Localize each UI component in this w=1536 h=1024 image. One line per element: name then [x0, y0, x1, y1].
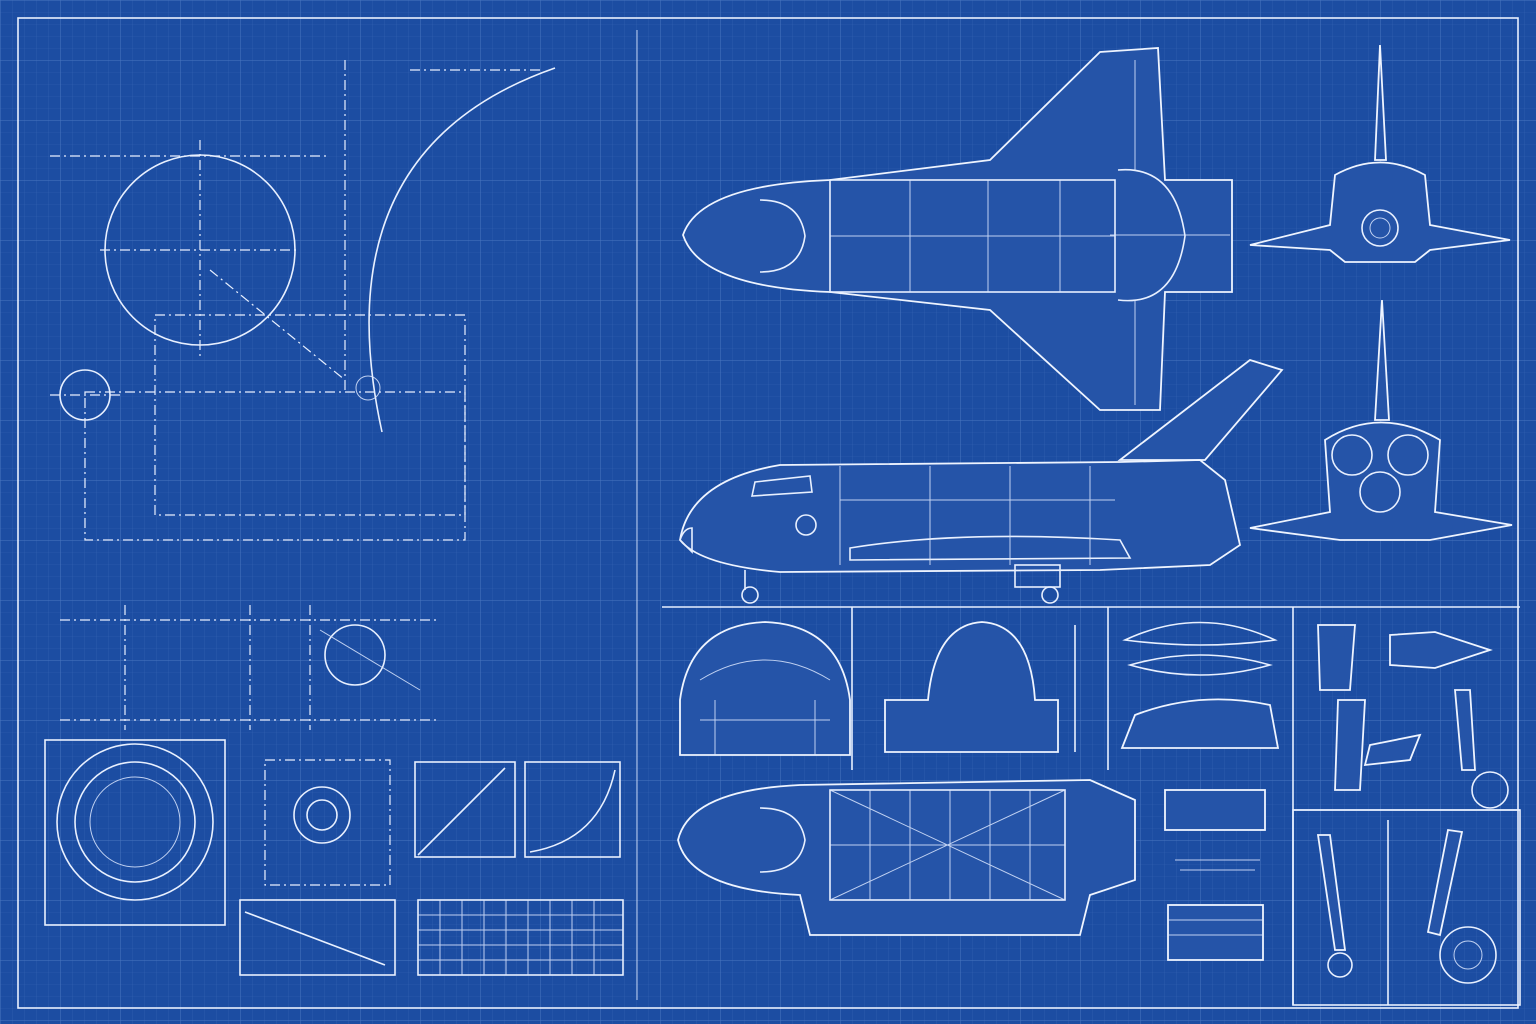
engine-detail [1389, 631, 1493, 669]
shuttle-top-view [682, 47, 1233, 411]
engine-nozzle [1387, 434, 1429, 476]
shuttle-rear-view [1249, 299, 1513, 541]
construction-arc [368, 67, 556, 433]
engine-nozzle [1359, 471, 1401, 513]
gear-wheel [1327, 952, 1353, 978]
fuselage-cross-section [884, 621, 1059, 753]
hatch [795, 514, 817, 536]
concentric-circle-detail [44, 739, 226, 926]
cockpit-cross-section [679, 621, 851, 756]
shuttle-front-view [1249, 44, 1511, 263]
gear-wheel [1439, 926, 1497, 984]
landing-gear-details [1292, 689, 1521, 1006]
shuttle-bottom-view [677, 779, 1136, 936]
cross-section-panels [679, 607, 1294, 1005]
nose-gear-wheel [741, 586, 759, 604]
curve-graph-box [524, 761, 621, 858]
engine-nozzle [1331, 434, 1373, 476]
component-details [1164, 624, 1493, 961]
construction-geometry [44, 60, 624, 976]
main-gear-wheel [1041, 586, 1059, 604]
shuttle-side-view [679, 359, 1284, 604]
cockpit-windows [750, 475, 813, 497]
linear-graph-box [414, 761, 516, 858]
grid-table-box [417, 899, 624, 976]
bushing-detail [264, 759, 391, 886]
gear-wheel [1471, 771, 1509, 809]
drawing-frame [17, 17, 1519, 1009]
slope-box [239, 899, 396, 976]
